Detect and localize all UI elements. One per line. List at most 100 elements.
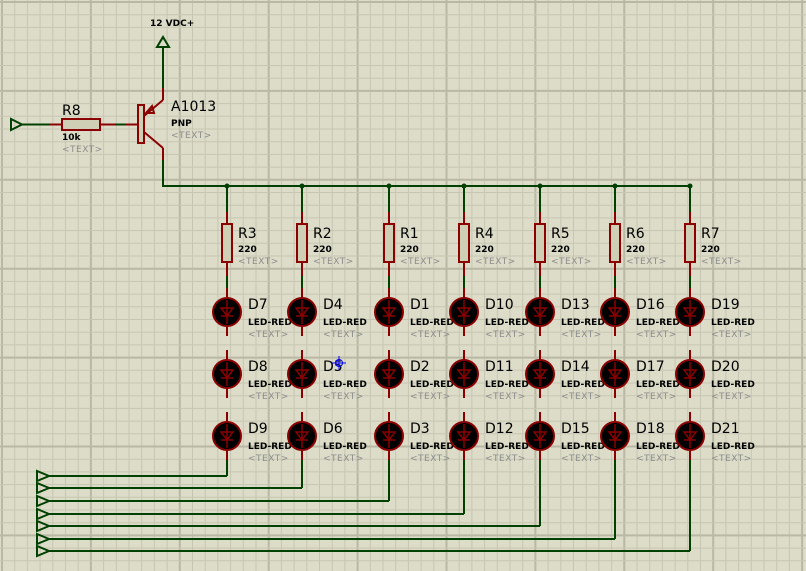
resistor-text: <TEXT>: [400, 257, 441, 267]
resistor-r3[interactable]: [221, 223, 233, 263]
control-terminal-icon[interactable]: [36, 494, 52, 508]
led-d5[interactable]: [287, 359, 317, 389]
led-d4[interactable]: [287, 297, 317, 327]
control-terminal-icon[interactable]: [36, 544, 52, 558]
control-terminal-icon[interactable]: [36, 507, 52, 521]
led-ref: D4: [323, 297, 343, 313]
resistor-r1[interactable]: [383, 223, 395, 263]
led-ref: D2: [410, 359, 430, 375]
led-d6[interactable]: [287, 421, 317, 451]
led-value: LED-RED: [561, 442, 605, 452]
control-terminal-icon[interactable]: [36, 481, 52, 495]
led-ref: D7: [248, 297, 268, 313]
transistor-type: PNP: [171, 119, 192, 129]
led-d1[interactable]: [374, 297, 404, 327]
control-terminal-icon[interactable]: [36, 519, 52, 533]
led-ref: D14: [561, 359, 590, 375]
resistor-ref: R5: [551, 226, 570, 242]
transistor-a1013[interactable]: [137, 88, 164, 160]
led-text: <TEXT>: [410, 330, 451, 340]
led-d15[interactable]: [525, 421, 555, 451]
led-d13[interactable]: [525, 297, 555, 327]
resistor-r6[interactable]: [609, 223, 621, 263]
resistor-r5[interactable]: [534, 223, 546, 263]
led-ref: D21: [711, 421, 740, 437]
led-ref: D8: [248, 359, 268, 375]
resistor-text: <TEXT>: [551, 257, 592, 267]
control-terminal-icon[interactable]: [36, 532, 52, 546]
led-d17[interactable]: [600, 359, 630, 389]
led-ref: D1: [410, 297, 430, 313]
power-label: 12 VDC+: [150, 19, 194, 29]
led-d19[interactable]: [675, 297, 705, 327]
control-terminal-icon[interactable]: [36, 469, 52, 483]
led-d9[interactable]: [212, 421, 242, 451]
led-ref: D11: [485, 359, 514, 375]
led-text: <TEXT>: [636, 454, 677, 464]
led-value: LED-RED: [561, 380, 605, 390]
resistor-ref: R4: [475, 226, 494, 242]
led-value: LED-RED: [711, 380, 755, 390]
led-ref: D9: [248, 421, 268, 437]
resistor-r4[interactable]: [458, 223, 470, 263]
led-text: <TEXT>: [485, 454, 526, 464]
led-text: <TEXT>: [711, 392, 752, 402]
resistor-value: 220: [313, 245, 332, 255]
resistor-ref: R6: [626, 226, 645, 242]
led-value: LED-RED: [323, 380, 367, 390]
led-d10[interactable]: [449, 297, 479, 327]
led-ref: D13: [561, 297, 590, 313]
led-text: <TEXT>: [485, 392, 526, 402]
led-text: <TEXT>: [636, 330, 677, 340]
crosshair-cursor-icon: [332, 356, 346, 370]
led-d11[interactable]: [449, 359, 479, 389]
r8-ref: R8: [62, 103, 81, 119]
resistor-value: 220: [475, 245, 494, 255]
led-ref: D18: [636, 421, 665, 437]
led-text: <TEXT>: [561, 454, 602, 464]
led-d8[interactable]: [212, 359, 242, 389]
led-d18[interactable]: [600, 421, 630, 451]
resistor-text: <TEXT>: [626, 257, 667, 267]
led-value: LED-RED: [323, 442, 367, 452]
led-ref: D20: [711, 359, 740, 375]
resistor-r2[interactable]: [296, 223, 308, 263]
led-ref: D10: [485, 297, 514, 313]
led-ref: D5: [323, 359, 343, 375]
led-text: <TEXT>: [248, 330, 289, 340]
led-value: LED-RED: [485, 442, 529, 452]
resistor-value: 220: [701, 245, 720, 255]
resistor-text: <TEXT>: [475, 257, 516, 267]
led-text: <TEXT>: [561, 330, 602, 340]
led-text: <TEXT>: [248, 392, 289, 402]
led-text: <TEXT>: [636, 392, 677, 402]
led-d7[interactable]: [212, 297, 242, 327]
resistor-value: 220: [400, 245, 419, 255]
resistor-r8[interactable]: [61, 118, 101, 131]
led-text: <TEXT>: [323, 330, 364, 340]
led-d14[interactable]: [525, 359, 555, 389]
led-ref: D16: [636, 297, 665, 313]
led-d21[interactable]: [675, 421, 705, 451]
led-text: <TEXT>: [711, 330, 752, 340]
led-ref: D15: [561, 421, 590, 437]
resistor-r7[interactable]: [684, 223, 696, 263]
led-text: <TEXT>: [410, 454, 451, 464]
resistor-value: 220: [626, 245, 645, 255]
led-ref: D19: [711, 297, 740, 313]
input-terminal-icon[interactable]: [10, 117, 25, 132]
led-d16[interactable]: [600, 297, 630, 327]
r8-value: 10k: [62, 133, 82, 143]
led-value: LED-RED: [711, 318, 755, 328]
led-d20[interactable]: [675, 359, 705, 389]
led-d3[interactable]: [374, 421, 404, 451]
led-ref: D6: [323, 421, 343, 437]
led-text: <TEXT>: [323, 392, 364, 402]
led-d2[interactable]: [374, 359, 404, 389]
resistor-ref: R1: [400, 226, 419, 242]
led-d12[interactable]: [449, 421, 479, 451]
led-value: LED-RED: [485, 318, 529, 328]
